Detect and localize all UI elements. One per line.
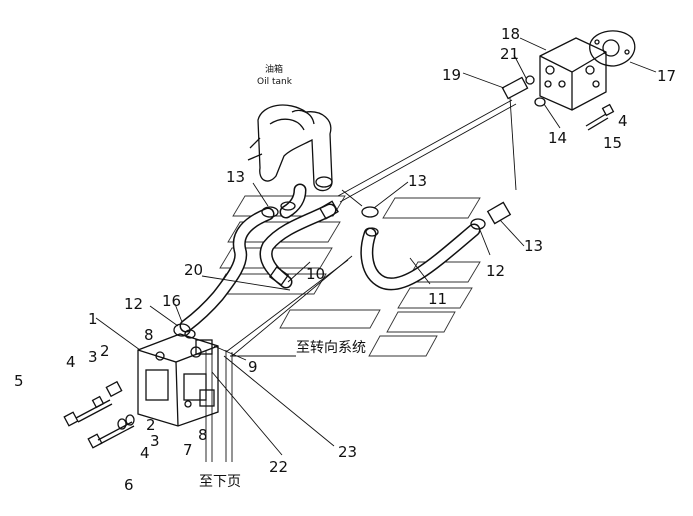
bolts-and-washers	[63, 380, 135, 449]
part-number-4: 4	[618, 112, 628, 130]
part-number-6: 6	[124, 476, 134, 494]
oil-tank	[247, 104, 333, 192]
part-number-8: 8	[198, 426, 208, 444]
part-number-12: 12	[486, 262, 505, 280]
pump	[534, 37, 607, 111]
part-number-8: 8	[144, 326, 154, 344]
gasket	[589, 30, 636, 67]
part-number-12: 12	[124, 295, 143, 313]
part-number-15: 15	[603, 134, 622, 152]
leader-lines	[95, 37, 657, 456]
next-page-label: 至下页	[199, 474, 241, 490]
part-number-21: 21	[500, 45, 519, 63]
part-number-18: 18	[501, 25, 520, 43]
part-number-2: 2	[100, 342, 110, 360]
part-number-17: 17	[657, 67, 676, 85]
part-number-4: 4	[140, 444, 150, 462]
part-number-16: 16	[162, 292, 181, 310]
connection-lines	[205, 97, 517, 462]
part-number-1: 1	[88, 310, 98, 328]
part-number-10: 10	[306, 265, 325, 283]
part-number-4: 4	[66, 353, 76, 371]
part-number-23: 23	[338, 443, 357, 461]
text-labels: 油箱 Oil tank 至转向系统 至下页	[199, 63, 366, 490]
part-number-13: 13	[226, 168, 245, 186]
pump-fittings	[501, 75, 615, 131]
part-number-7: 7	[183, 441, 193, 459]
part-number-3: 3	[88, 348, 98, 366]
part-numbers: 1 2 2 3 3 4 4 4 5 6 7 8 8 9 10 11 12 12 …	[14, 25, 676, 494]
part-number-13: 13	[408, 172, 427, 190]
suction-hose-20	[179, 207, 275, 333]
part-number-14: 14	[548, 129, 567, 147]
part-number-13: 13	[524, 237, 543, 255]
part-number-19: 19	[442, 66, 461, 84]
valve-block	[137, 333, 219, 427]
fittings	[173, 200, 512, 339]
steering-system-label: 至转向系统	[296, 340, 366, 356]
part-number-20: 20	[184, 261, 203, 279]
oil-tank-label-en: Oil tank	[257, 77, 293, 87]
part-number-5: 5	[14, 372, 24, 390]
part-number-2: 2	[146, 416, 156, 434]
part-number-3: 3	[150, 432, 160, 450]
hose-11	[360, 223, 481, 291]
part-number-22: 22	[269, 458, 288, 476]
oil-tank-label-cn: 油箱	[265, 63, 283, 75]
part-number-9: 9	[248, 358, 258, 376]
part-number-11: 11	[428, 290, 447, 308]
